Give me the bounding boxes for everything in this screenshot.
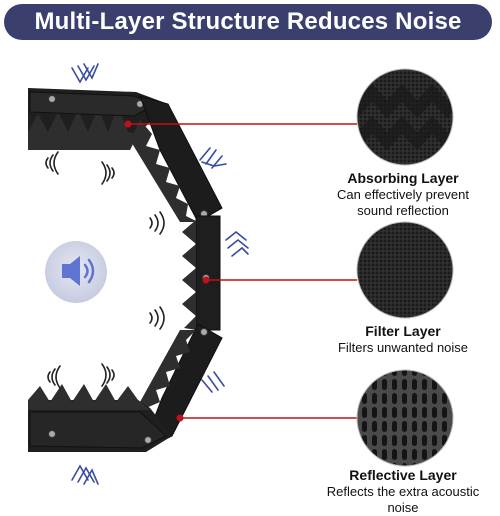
layer-description: Reflects the extra acoustic noise <box>326 484 480 515</box>
panel-diagram <box>28 63 454 485</box>
foam-panel-center <box>182 215 221 331</box>
deflect-arrows-icon <box>199 147 227 169</box>
sound-wave-icon <box>101 161 115 185</box>
sound-wave-icon <box>149 211 165 235</box>
speaker-icon <box>45 241 107 303</box>
reflective-layer-closeup <box>356 369 454 467</box>
layer-description: sound reflection <box>357 203 449 218</box>
pointer-line-filter <box>202 276 357 284</box>
reflective-layer-label: Reflective Layer Reflects the extra acou… <box>318 467 488 516</box>
pointer-line-reflective <box>176 414 357 422</box>
deflect-arrows-icon <box>71 63 99 84</box>
layer-name: Absorbing Layer <box>347 170 459 186</box>
sound-wave-icon <box>101 363 115 387</box>
sound-wave-icon <box>47 365 61 389</box>
absorbing-layer-label: Absorbing Layer Can effectively prevent … <box>318 170 488 219</box>
layer-description: Can effectively prevent <box>337 187 469 202</box>
layer-name: Reflective Layer <box>349 467 457 483</box>
foam-panel-bottom <box>28 384 172 452</box>
absorbing-layer-closeup <box>356 68 454 166</box>
sound-wave-icon <box>45 151 59 175</box>
sound-wave-icon <box>149 306 165 330</box>
deflect-arrows-icon <box>225 230 249 257</box>
filter-layer-closeup <box>356 221 454 319</box>
deflect-arrows-icon <box>71 464 99 485</box>
filter-layer-label: Filter Layer Filters unwanted noise <box>318 323 488 356</box>
page-title: Multi-Layer Structure Reduces Noise <box>34 8 462 35</box>
title-banner: Multi-Layer Structure Reduces Noise <box>4 4 492 40</box>
deflect-arrows-icon <box>201 371 225 393</box>
layer-description: Filters unwanted noise <box>337 340 469 355</box>
layer-name: Filter Layer <box>365 323 441 339</box>
pointer-line-absorbing <box>124 120 357 128</box>
